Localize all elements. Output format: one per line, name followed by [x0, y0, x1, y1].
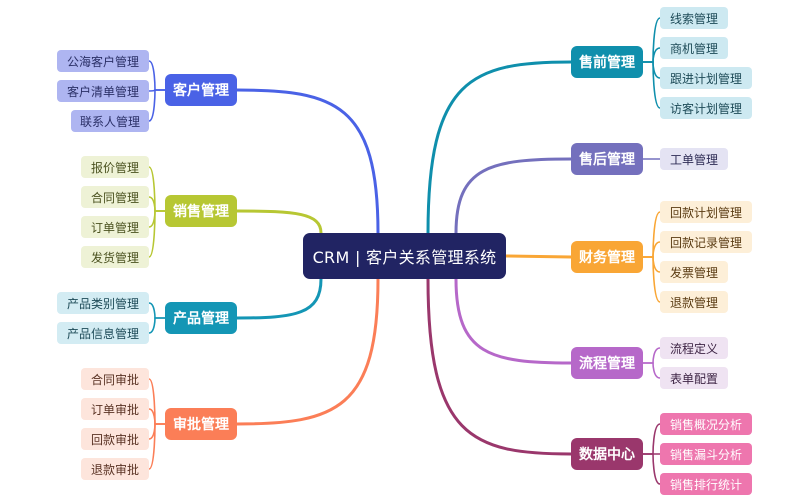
leaf-node-presale-0[interactable]: 线索管理: [660, 7, 728, 29]
branch-node-process[interactable]: 流程管理: [571, 347, 643, 379]
link-root-aftersale: [454, 157, 573, 235]
branch-node-presale[interactable]: 售前管理: [571, 46, 643, 78]
leaf-node-approval-0[interactable]: 合同审批: [81, 368, 149, 390]
leaf-node-finance-1[interactable]: 回款记录管理: [660, 231, 752, 253]
branch-node-finance[interactable]: 财务管理: [571, 241, 643, 273]
link-root-data: [426, 277, 573, 456]
leaf-node-presale-1[interactable]: 商机管理: [660, 37, 728, 59]
link-product-leaf-0: [148, 302, 166, 319]
link-finance-leaf-2: [642, 256, 661, 273]
link-root-finance: [504, 254, 573, 259]
branch-node-approval[interactable]: 审批管理: [165, 408, 237, 440]
leaf-node-customer-0[interactable]: 公海客户管理: [57, 50, 149, 72]
leaf-node-customer-1[interactable]: 客户清单管理: [57, 80, 149, 102]
leaf-node-process-0[interactable]: 流程定义: [660, 337, 728, 359]
link-root-sales: [235, 209, 323, 235]
branch-node-aftersale[interactable]: 售后管理: [571, 143, 643, 175]
link-root-process: [454, 277, 573, 365]
link-root-presale: [426, 60, 573, 235]
leaf-node-process-1[interactable]: 表单配置: [660, 367, 728, 389]
link-approval-leaf-0: [148, 378, 166, 425]
link-approval-leaf-3: [148, 423, 166, 470]
leaf-node-approval-3[interactable]: 退款审批: [81, 458, 149, 480]
leaf-node-data-1[interactable]: 销售漏斗分析: [660, 443, 752, 465]
link-customer-leaf-2: [148, 89, 166, 122]
leaf-node-finance-0[interactable]: 回款计划管理: [660, 201, 752, 223]
link-finance-leaf-1: [642, 241, 661, 258]
branch-node-sales[interactable]: 销售管理: [165, 195, 237, 227]
link-finance-leaf-0: [642, 211, 661, 258]
link-presale-leaf-3: [642, 61, 661, 109]
leaf-node-finance-3[interactable]: 退款管理: [660, 291, 728, 313]
link-presale-leaf-2: [642, 61, 661, 79]
link-root-product: [235, 277, 323, 320]
leaf-node-data-2[interactable]: 销售排行统计: [660, 473, 752, 495]
leaf-node-sales-1[interactable]: 合同管理: [81, 186, 149, 208]
leaf-node-sales-0[interactable]: 报价管理: [81, 156, 149, 178]
leaf-node-product-1[interactable]: 产品信息管理: [57, 322, 149, 344]
leaf-node-sales-2[interactable]: 订单管理: [81, 216, 149, 238]
branch-node-product[interactable]: 产品管理: [165, 302, 237, 334]
link-approval-leaf-2: [148, 423, 166, 440]
link-sales-leaf-1: [148, 196, 166, 212]
leaf-node-aftersale-0[interactable]: 工单管理: [660, 148, 728, 170]
leaf-node-presale-2[interactable]: 跟进计划管理: [660, 67, 752, 89]
link-presale-leaf-0: [642, 17, 661, 63]
link-customer-leaf-0: [148, 60, 166, 91]
link-data-leaf-2: [642, 453, 661, 485]
link-root-customer: [235, 88, 380, 235]
leaf-node-sales-3[interactable]: 发货管理: [81, 246, 149, 268]
branch-node-customer[interactable]: 客户管理: [165, 74, 237, 106]
leaf-node-approval-1[interactable]: 订单审批: [81, 398, 149, 420]
link-data-leaf-0: [642, 423, 661, 455]
branch-node-data[interactable]: 数据中心: [571, 438, 643, 470]
link-process-leaf-0: [642, 347, 661, 364]
leaf-node-approval-2[interactable]: 回款审批: [81, 428, 149, 450]
link-presale-leaf-1: [642, 47, 661, 63]
link-product-leaf-1: [148, 317, 166, 334]
link-approval-leaf-1: [148, 408, 166, 425]
link-process-leaf-1: [642, 362, 661, 379]
link-sales-leaf-2: [148, 210, 166, 228]
link-finance-leaf-3: [642, 256, 661, 303]
leaf-node-data-0[interactable]: 销售概况分析: [660, 413, 752, 435]
link-root-approval: [235, 277, 380, 426]
link-sales-leaf-3: [148, 210, 166, 258]
leaf-node-customer-2[interactable]: 联系人管理: [71, 110, 149, 132]
leaf-node-presale-3[interactable]: 访客计划管理: [660, 97, 752, 119]
root-node[interactable]: CRM | 客户关系管理系统: [303, 233, 506, 279]
leaf-node-finance-2[interactable]: 发票管理: [660, 261, 728, 283]
link-sales-leaf-0: [148, 166, 166, 212]
leaf-node-product-0[interactable]: 产品类别管理: [57, 292, 149, 314]
